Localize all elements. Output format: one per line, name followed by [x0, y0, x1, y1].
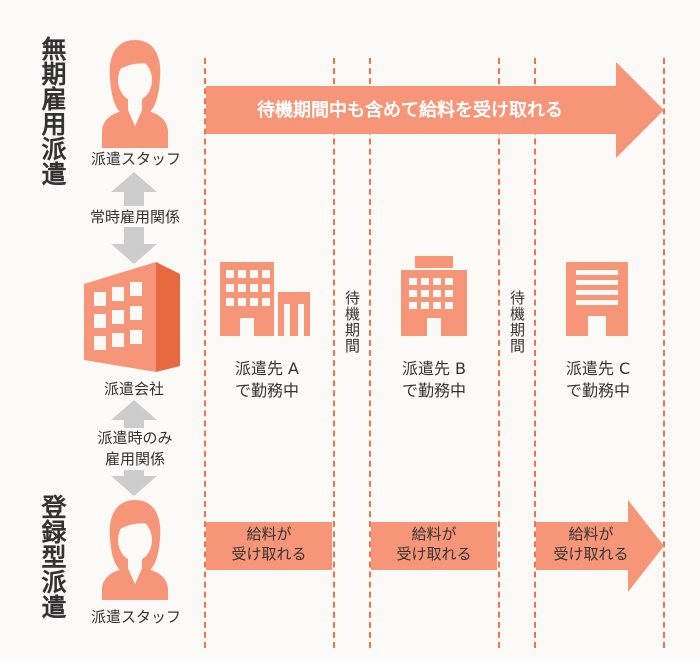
divider-line [204, 58, 206, 648]
salary-continuous-arrow [206, 62, 664, 158]
company-building-icon [84, 262, 180, 372]
pay-a-line2: 受け取れる [231, 545, 307, 563]
pay-block-b [371, 522, 497, 570]
divider-line [663, 58, 665, 648]
destination-b-line2: で勤務中 [401, 381, 466, 400]
staff-label-bottom: 派遣スタッフ [90, 608, 181, 626]
divider-line [333, 58, 335, 648]
salary-continuous-text: 待機期間中も含めて給料を受け取れる [257, 100, 563, 121]
pay-label-a: 給料が 受け取れる [206, 524, 332, 564]
office-building-icon [401, 256, 467, 336]
destination-a-line2: で勤務中 [234, 381, 299, 400]
pay-label-c: 給料が 受け取れる [536, 524, 646, 564]
pay-arrow-c [536, 500, 664, 592]
relation-temporary-label: 派遣時のみ 雇用関係 [70, 428, 200, 470]
company-label: 派遣会社 [103, 380, 164, 398]
relation-temporary-line1: 派遣時のみ [97, 429, 173, 447]
destination-b-label: 派遣先 B で勤務中 [374, 358, 494, 402]
section-title-permanent: 無期雇用派遣 [38, 36, 67, 186]
staff-label-top: 派遣スタッフ [90, 150, 181, 168]
section-title-registered: 登録型派遣 [38, 494, 67, 619]
pay-block-a [206, 522, 332, 570]
relation-temporary-line2: 雇用関係 [104, 450, 165, 468]
destination-c-line1: 派遣先 C [565, 359, 631, 378]
person-icon [102, 40, 168, 148]
destination-b-line1: 派遣先 B [401, 359, 467, 378]
person-icon [102, 500, 168, 600]
destination-c-line2: で勤務中 [565, 381, 630, 400]
waiting-period-label-1: 待機期間 [343, 290, 361, 354]
divider-line [498, 58, 500, 648]
office-building-icon [220, 262, 310, 336]
office-building-icon [566, 262, 628, 336]
waiting-period-label-2: 待機期間 [508, 290, 526, 354]
divider-line [369, 58, 371, 648]
destination-a-label: 派遣先 A で勤務中 [208, 358, 326, 402]
pay-c-line2: 受け取れる [553, 545, 629, 563]
pay-b-line1: 給料が [411, 525, 457, 543]
relation-permanent-label: 常時雇用関係 [70, 206, 200, 227]
pay-a-line1: 給料が [246, 525, 292, 543]
divider-line [534, 58, 536, 648]
destination-c-label: 派遣先 C で勤務中 [538, 358, 658, 402]
destination-a-line1: 派遣先 A [234, 359, 300, 378]
pay-c-line1: 給料が [568, 525, 614, 543]
pay-label-b: 給料が 受け取れる [371, 524, 497, 564]
pay-b-line2: 受け取れる [396, 545, 472, 563]
